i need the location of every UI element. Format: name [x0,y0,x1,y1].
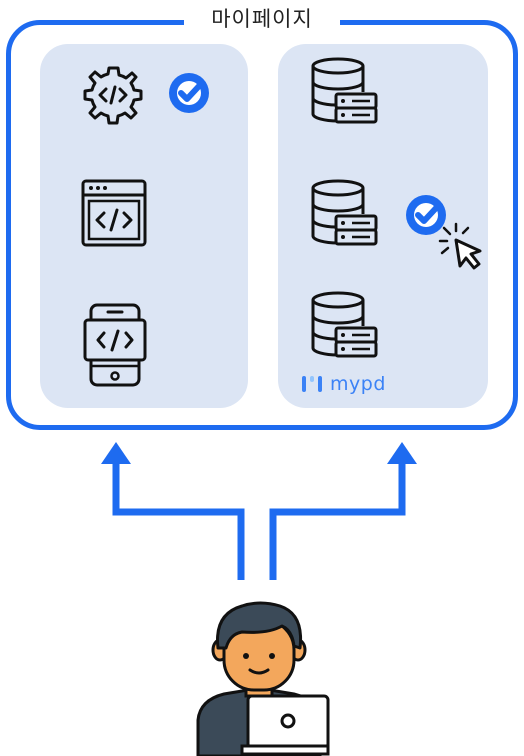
frame-title: 마이페이지 [184,4,340,34]
database-server-icon[interactable] [308,178,380,250]
brand-name: mypd [330,373,386,395]
database-server-icon[interactable] [308,290,380,362]
user-laptop-icon [196,601,330,756]
mobile-code-icon[interactable] [82,302,148,388]
check-circle-icon [406,195,446,235]
pointer-click-icon [438,222,482,270]
brand-logo: mypd [300,372,386,396]
check-circle-icon [169,73,209,113]
browser-code-icon[interactable] [80,178,148,248]
settings-code-icon[interactable] [80,62,146,128]
flow-arrows [101,442,417,580]
database-server-icon[interactable] [308,56,380,128]
brand-mark-icon [302,376,322,392]
